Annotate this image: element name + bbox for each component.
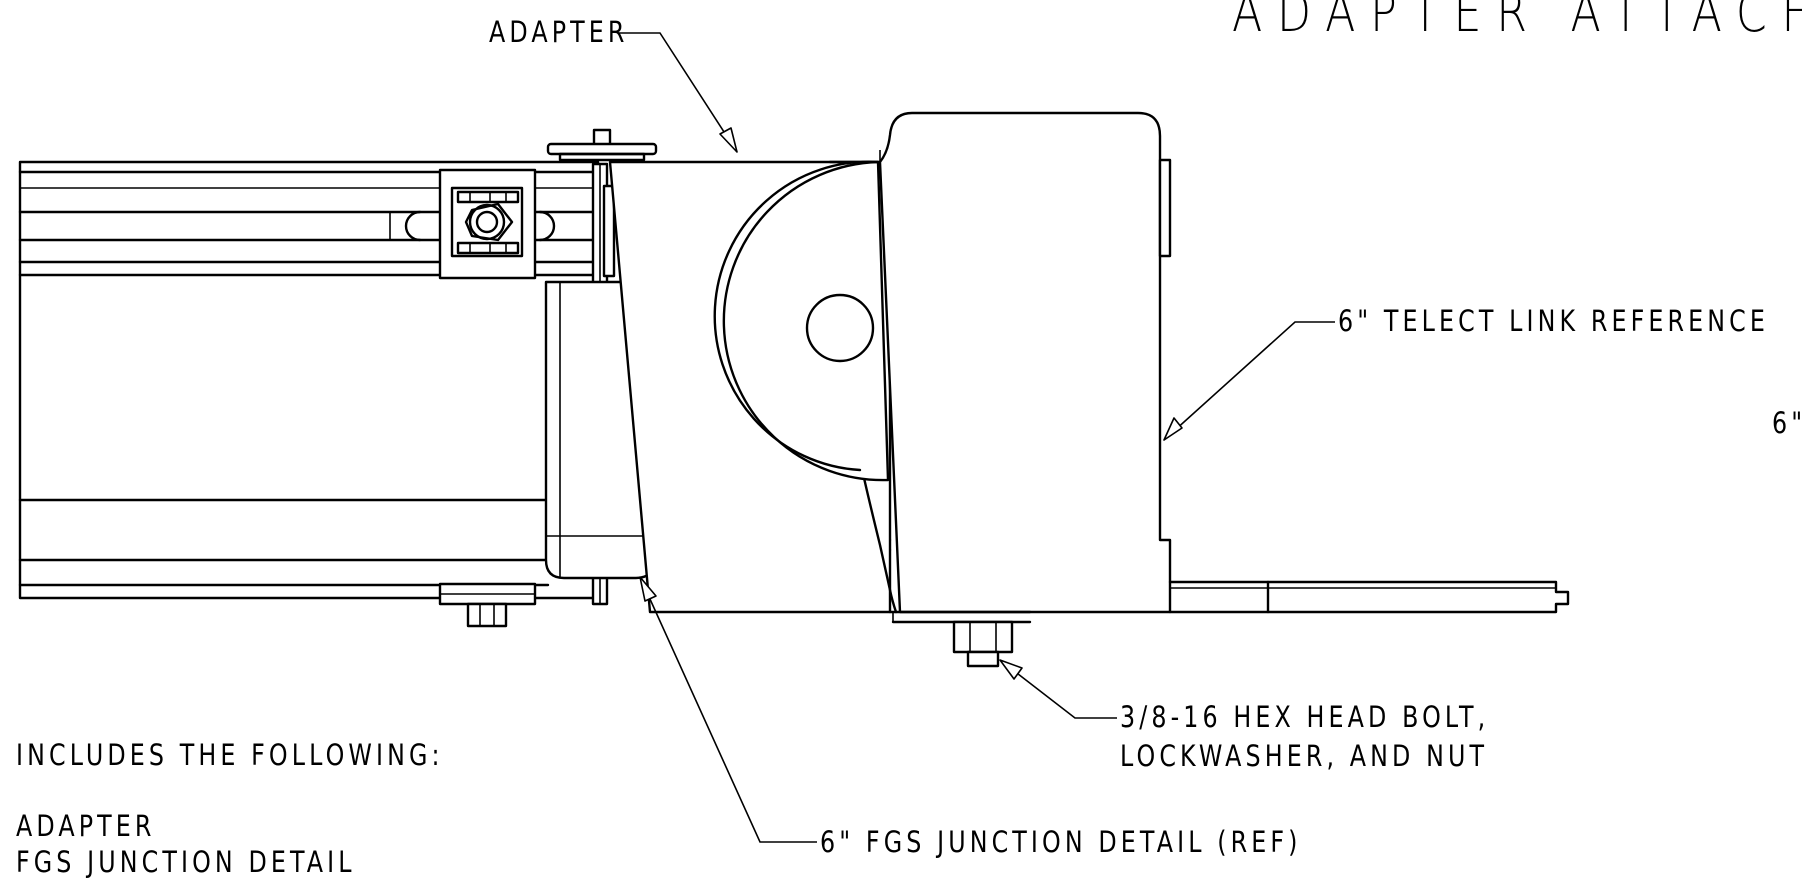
callout-fgs-junction: 6" FGS JUNCTION DETAIL (REF)	[820, 825, 1302, 859]
adapter-attachment-drawing	[18, 32, 1570, 843]
leader-lines	[618, 32, 1335, 843]
callout-hex-bolt-line2: LOCKWASHER, AND NUT	[1120, 739, 1489, 773]
callout-partial-six: 6"	[1772, 406, 1802, 440]
includes-item-fgs-junction: FGS JUNCTION DETAIL	[16, 845, 356, 879]
top-bolt	[546, 128, 658, 162]
adapter-body	[608, 111, 1172, 624]
callout-hex-bolt-line1: 3/8-16 HEX HEAD BOLT,	[1120, 700, 1490, 734]
callout-telect-link: 6" TELECT LINK REFERENCE	[1338, 304, 1769, 338]
drawing-title: ADAPTER ATTACHE	[1232, 0, 1802, 44]
includes-item-adapter: ADAPTER	[16, 809, 156, 843]
hex-bolt	[952, 620, 1014, 668]
top-clamp-block	[438, 168, 537, 280]
includes-heading: INCLUDES THE FOLLOWING:	[16, 738, 444, 772]
bottom-clamp	[438, 582, 537, 628]
callout-adapter: ADAPTER	[489, 15, 629, 49]
telect-link-tray	[1168, 580, 1570, 614]
